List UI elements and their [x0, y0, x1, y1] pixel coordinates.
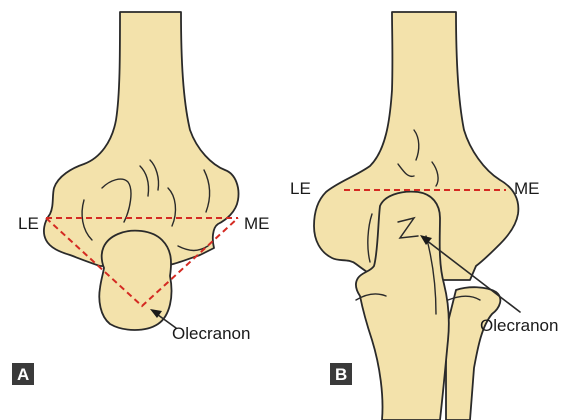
panel-b-illustration: LE ME Olecranon B — [290, 12, 558, 420]
radius-b — [446, 287, 500, 420]
olecranon-label-b: Olecranon — [480, 316, 558, 335]
medial-epicondyle-label-a: ME — [244, 214, 270, 233]
humerus-a — [44, 12, 239, 266]
panel-b-tag: B — [335, 365, 347, 384]
panel-a-illustration: LE ME Olecranon A — [12, 12, 270, 385]
lateral-epicondyle-label-b: LE — [290, 179, 311, 198]
olecranon-label-a: Olecranon — [172, 324, 250, 343]
olecranon-a — [99, 231, 171, 330]
lateral-epicondyle-label-a: LE — [18, 214, 39, 233]
panel-a-tag: A — [17, 365, 29, 384]
medial-epicondyle-label-b: ME — [514, 179, 540, 198]
